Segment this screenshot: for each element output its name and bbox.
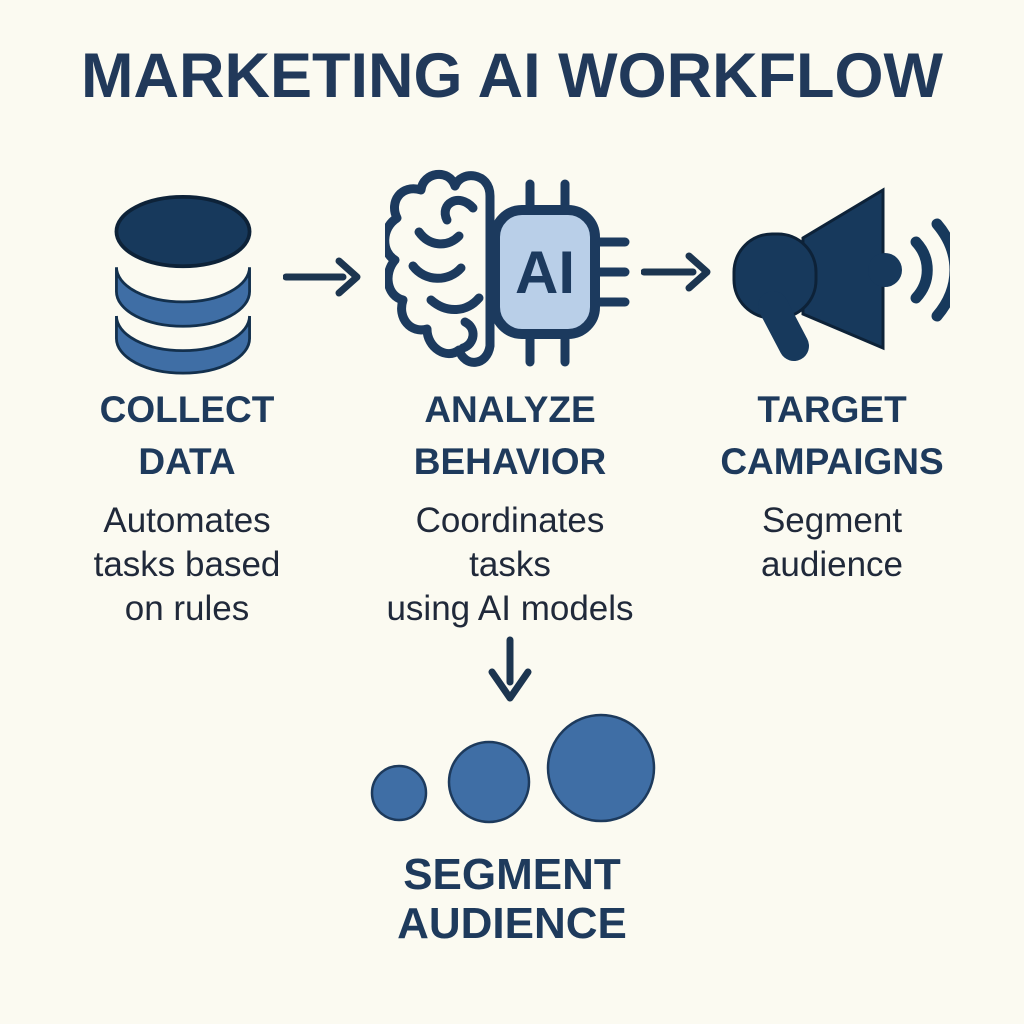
step-heading: AUDIENCE [397, 899, 627, 948]
arrow-down-icon [488, 636, 532, 702]
step-description-line: Coordinates [415, 501, 605, 540]
step-segment-audience: SEGMENT AUDIENCE [362, 850, 662, 948]
step-heading: BEHAVIOR [413, 441, 607, 482]
step-heading: SEGMENT [403, 850, 621, 899]
step-heading: CAMPAIGNS [720, 441, 944, 482]
step-heading: DATA [138, 441, 236, 482]
step-heading: ANALYZE [424, 389, 596, 430]
database-icon [114, 195, 252, 375]
page-title: MARKETING AI WORKFLOW [80, 41, 944, 111]
step-description-line: audience [760, 545, 904, 584]
brain-ai-chip-icon: AI [385, 170, 630, 367]
step-description-line: Segment [761, 501, 903, 540]
step-description-line: tasks based [93, 545, 281, 584]
step-target-campaigns: TARGET CAMPAIGNS Segment audience [677, 384, 987, 587]
megaphone-icon [732, 187, 950, 361]
step-description-line: using AI models [386, 589, 634, 628]
step-description-line: Automates [103, 501, 271, 540]
arrow-right-icon [283, 257, 361, 297]
step-description-line: on rules [124, 589, 250, 628]
step-analyze-behavior: ANALYZE BEHAVIOR Coordinates tasks using… [355, 384, 665, 631]
step-collect-data: COLLECT DATA Automates tasks based on ru… [32, 384, 342, 631]
arrow-right-icon [641, 252, 711, 292]
step-description-line: tasks [469, 545, 551, 584]
ai-chip-label: AI [515, 239, 575, 306]
step-heading: TARGET [757, 389, 907, 430]
step-heading: COLLECT [99, 389, 275, 430]
audience-dots-icon [370, 713, 656, 824]
